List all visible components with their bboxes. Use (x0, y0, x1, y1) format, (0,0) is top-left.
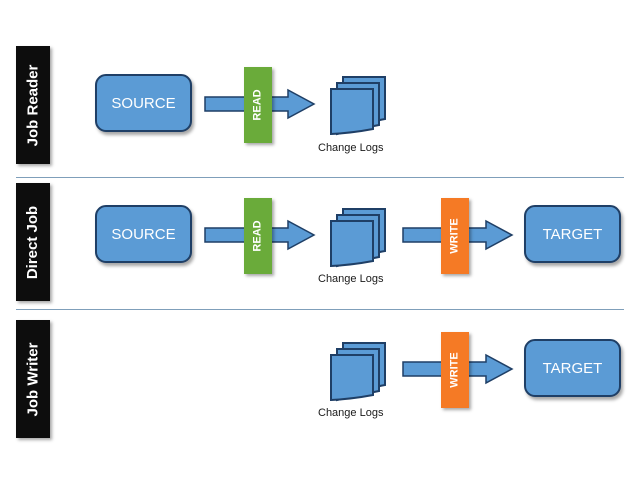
read-label: READ (252, 89, 265, 121)
lane-label-text: Job Writer (24, 342, 42, 416)
lane-divider (16, 177, 624, 178)
write-label: WRITE (449, 352, 462, 388)
source-label: SOURCE (111, 94, 176, 112)
stacked-documents-icon (330, 208, 386, 268)
lane-label-direct-job: Direct Job (16, 183, 50, 301)
lane-label-job-reader: Job Reader (16, 46, 50, 164)
read-badge: READ (244, 67, 272, 143)
lane-label-text: Job Reader (24, 64, 42, 146)
target-label: TARGET (542, 359, 603, 377)
target-box: TARGET (524, 205, 621, 263)
change-logs-caption: Change Logs (318, 142, 384, 154)
source-box: SOURCE (95, 205, 192, 263)
target-box: TARGET (524, 339, 621, 397)
read-label: READ (252, 220, 265, 252)
lane-label-text: Direct Job (24, 205, 42, 279)
change-logs-caption: Change Logs (318, 273, 384, 285)
write-label: WRITE (449, 218, 462, 254)
stacked-documents-icon (330, 76, 386, 136)
lane-divider (16, 309, 624, 310)
write-badge: WRITE (441, 332, 469, 408)
read-badge: READ (244, 198, 272, 274)
change-logs-caption: Change Logs (318, 407, 384, 419)
source-label: SOURCE (111, 225, 176, 243)
lane-label-job-writer: Job Writer (16, 320, 50, 438)
target-label: TARGET (542, 225, 603, 243)
source-box: SOURCE (95, 74, 192, 132)
write-badge: WRITE (441, 198, 469, 274)
stacked-documents-icon (330, 342, 386, 402)
